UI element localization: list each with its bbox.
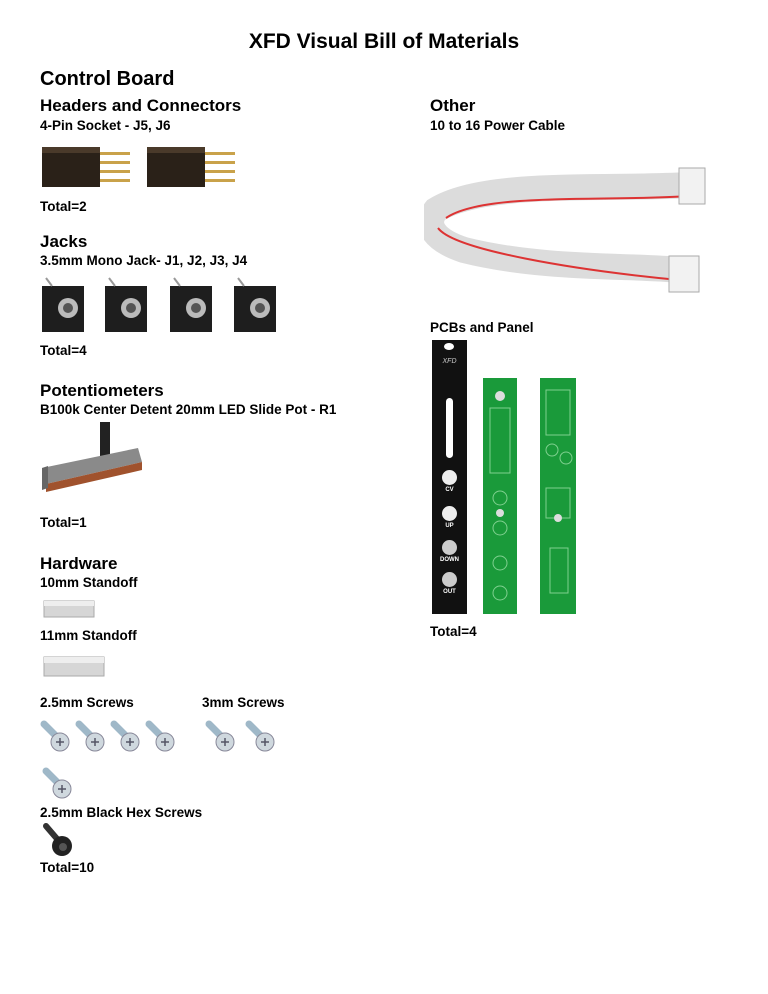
standoff-10mm-image [43,600,95,618]
hex-screws-label: 2.5mm Black Hex Screws [40,805,203,820]
slide-pot-image [42,422,142,492]
other-heading: Other [430,96,476,115]
screws3-label: 3mm Screws [202,695,285,710]
cable-label: 10 to 16 Power Cable [430,118,566,133]
page-title: XFD Visual Bill of Materials [248,30,520,53]
headers-heading: Headers and Connectors [40,96,242,115]
pots-total: Total=1 [40,515,87,530]
headers-total: Total=2 [40,199,87,214]
header-socket-2 [147,147,235,187]
screw-images [40,720,288,800]
board-heading: Control Board [40,68,175,90]
pots-heading: Potentiometers [40,381,164,400]
header-socket-images [42,147,235,187]
jacks-item: 3.5mm Mono Jack- J1, J2, J3, J4 [40,253,248,268]
header-socket-1 [42,147,130,187]
pcb-images [483,378,576,614]
jacks-heading: Jacks [40,232,88,251]
pcbs-total: Total=4 [430,624,477,639]
front-panel: XFD CV UP DOWN OUT [432,340,467,614]
screws25-label: 2.5mm Screws [40,695,134,710]
standoff10-label: 10mm Standoff [40,575,138,590]
standoff-11mm-image [43,656,105,677]
hardware-total: Total=10 [40,860,95,875]
panel-logo: XFD [442,358,457,365]
pots-item: B100k Center Detent 20mm LED Slide Pot -… [40,402,337,417]
hex-screw-image [43,823,72,856]
panel-label-up: UP [445,523,454,529]
jacks-total: Total=4 [40,343,87,358]
hardware-heading: Hardware [40,554,118,573]
power-cable-image [424,167,706,293]
mono-jack-images [42,277,277,333]
panel-label-down: DOWN [440,557,459,563]
panel-label-out: OUT [443,589,456,595]
pcbs-label: PCBs and Panel [430,320,534,335]
headers-item: 4-Pin Socket - J5, J6 [40,118,171,133]
panel-label-cv: CV [445,487,454,493]
standoff11-label: 11mm Standoff [40,628,137,643]
